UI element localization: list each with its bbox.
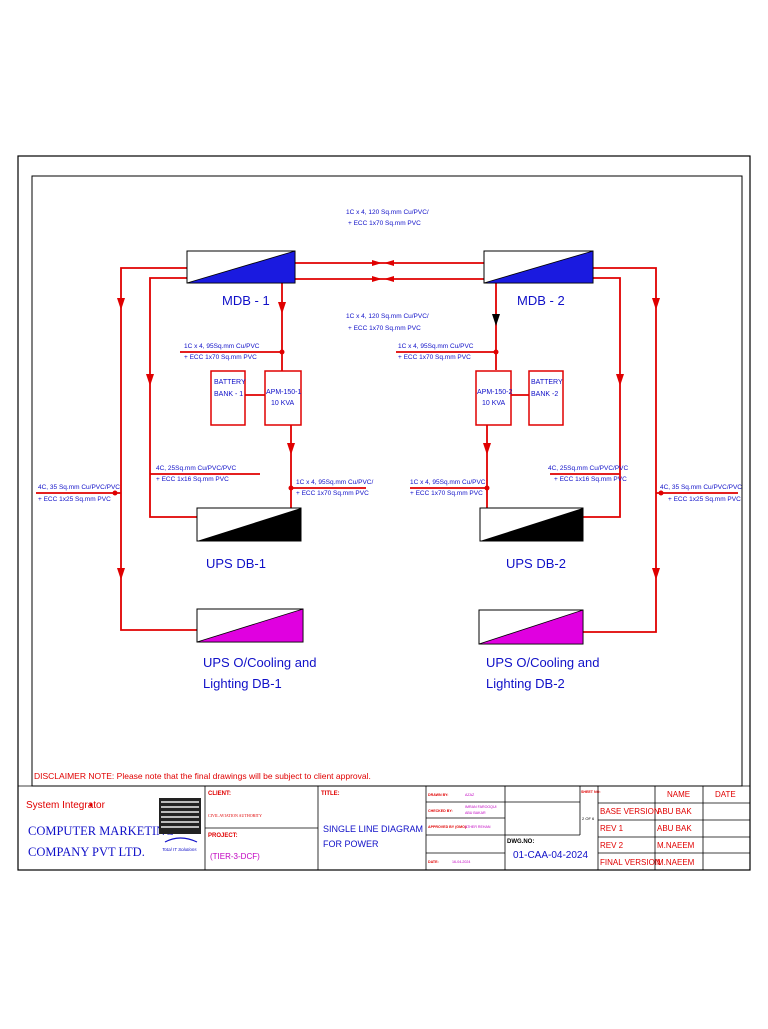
- mdb-1-label: MDB - 1: [222, 293, 270, 308]
- battery-2-label: BANK -2: [531, 391, 558, 398]
- cable-label: 1C x 4, 120 Sq.mm Cu/PVC/: [346, 209, 429, 216]
- project-value: (TIER-3-DCF): [210, 852, 260, 861]
- client-value: CIVIL AVIATION AUTHORITY: [208, 813, 262, 818]
- cable-label: 4C, 35 Sq.mm Cu/PVC/PVC: [38, 484, 120, 491]
- ups-db-1-panel[interactable]: [196, 507, 302, 542]
- panel-labels: MDB - 1 MDB - 2 UPS DB-1 UPS DB-2 UPS O/…: [203, 293, 599, 691]
- cable-label: + ECC 1x16 Sq.mm PVC: [156, 476, 229, 483]
- mdb-2-label: MDB - 2: [517, 293, 565, 308]
- cooling-2-label: Lighting DB-2: [486, 676, 565, 691]
- apm-150-1-box[interactable]: [264, 370, 302, 426]
- date-label: DATE:: [428, 860, 439, 864]
- cooling-lighting-db-1-panel[interactable]: [196, 608, 304, 643]
- title-block-grid: [18, 785, 750, 870]
- wiring: [36, 262, 738, 633]
- cable-label: 1C x 4, 95Sq.mm Cu/PVC: [398, 343, 474, 350]
- cooling-2-label: UPS O/Cooling and: [486, 655, 599, 670]
- apm-1-label: 10 KVA: [271, 400, 295, 407]
- cable-label: + ECC 1x70 Sq.mm PVC: [296, 490, 369, 497]
- cable-label: + ECC 1x25 Sq.mm PVC: [668, 496, 741, 503]
- battery-bank-2-box[interactable]: [528, 370, 564, 426]
- mdb-1-panel[interactable]: [186, 250, 296, 284]
- system-integrator-label: System Integrator: [26, 800, 106, 811]
- approval-fields: DRAWN BY: AZAZ CHECKED BY: IMRAN FAROOQU…: [428, 793, 497, 864]
- cable-label: 4C, 25Sq.mm Cu/PVC/PVC: [548, 465, 628, 472]
- apm-2-label: 10 KVA: [482, 400, 506, 407]
- cable-label: + ECC 1x25 Sq.mm PVC: [38, 496, 111, 503]
- title-line2: FOR POWER: [323, 839, 379, 849]
- outer-frame: [17, 155, 751, 871]
- cable-labels: 1C x 4, 120 Sq.mm Cu/PVC/ + ECC 1x70 Sq.…: [38, 209, 742, 503]
- client-label: CLIENT:: [208, 791, 231, 797]
- title-label: TITLE:: [321, 791, 340, 797]
- cable-label: + ECC 1x16 Sq.mm PVC: [554, 476, 627, 483]
- mdb-2-panel[interactable]: [483, 250, 594, 284]
- checked-by-value: IMRAN FAROOQUI: [465, 805, 497, 809]
- cable-label: 1C x 4, 95Sq.mm Cu/PVC/: [296, 479, 373, 486]
- drawn-by-label: DRAWN BY:: [428, 793, 449, 797]
- drawn-by-value: AZAZ: [465, 793, 475, 797]
- revision-label: BASE VERSION: [600, 807, 660, 816]
- revision-label: REV 1: [600, 824, 624, 833]
- cable-label: 1C x 4, 95Sq.mm Cu/PVC: [410, 479, 486, 486]
- battery-bank-1-box[interactable]: [210, 370, 246, 426]
- cable-label: + ECC 1x70 Sq.mm PVC: [398, 354, 471, 361]
- sheet-no-value: 2 OF 6: [582, 816, 595, 821]
- rev-header-name: NAME: [667, 790, 690, 799]
- checked-by-label: CHECKED BY:: [428, 809, 453, 813]
- battery-1-label: BANK - 1: [214, 391, 243, 398]
- cable-label: 1C x 4, 120 Sq.mm Cu/PVC/: [346, 313, 429, 320]
- cable-label: + ECC 1x70 Sq.mm PVC: [184, 354, 257, 361]
- company-name-line2: COMPANY PVT LTD.: [28, 845, 145, 859]
- revision-name: ABU BAK: [657, 807, 692, 816]
- ups-db-2-panel[interactable]: [479, 507, 584, 542]
- revision-table: BASE VERSION ABU BAK REV 1 ABU BAK REV 2…: [600, 807, 695, 867]
- flow-arrows: [112, 260, 664, 580]
- cable-label: + ECC 1x70 Sq.mm PVC: [348, 220, 421, 227]
- revision-label: REV 2: [600, 841, 624, 850]
- cable-label: + ECC 1x70 Sq.mm PVC: [348, 325, 421, 332]
- cooling-1-label: Lighting DB-1: [203, 676, 282, 691]
- revision-name: ABU BAK: [657, 824, 692, 833]
- ups-db-2-label: UPS DB-2: [506, 556, 566, 571]
- title-line1: SINGLE LINE DIAGRAM: [323, 824, 423, 834]
- date-value: 16-04-2024: [452, 860, 470, 864]
- cable-label: + ECC 1x70 Sq.mm PVC: [410, 490, 483, 497]
- ups-db-1-label: UPS DB-1: [206, 556, 266, 571]
- cmc-logo-icon: Total IT Solutions: [159, 798, 201, 852]
- project-label: PROJECT:: [208, 833, 238, 839]
- dwg-no-value: 01-CAA-04-2024: [513, 850, 588, 861]
- dwg-no-label: DWG.NO:: [507, 839, 534, 845]
- approved-by-value: ATHER REHAN: [465, 825, 491, 829]
- sheet-no-label: SHEET NO:: [581, 790, 601, 794]
- revision-label: FINAL VERSION: [600, 858, 661, 867]
- disclaimer-note: DISCLAIMER NOTE: Please note that the fi…: [34, 771, 371, 781]
- cooling-1-label: UPS O/Cooling and: [203, 655, 316, 670]
- cooling-lighting-db-2-panel[interactable]: [478, 609, 584, 645]
- apm-1-label: APM-150-1: [266, 389, 302, 396]
- dot-icon: [89, 803, 93, 807]
- approved-by-label: APPROVED BY (GMO):: [428, 825, 467, 829]
- revision-name: M.NAEEM: [657, 858, 695, 867]
- rev-header-date: DATE: [715, 790, 736, 799]
- battery-2-label: BATTERY: [531, 379, 563, 386]
- revision-name: M.NAEEM: [657, 841, 695, 850]
- cable-label: 4C, 25Sq.mm Cu/PVC/PVC: [156, 465, 236, 472]
- equipment-labels: BATTERY BANK - 1 APM-150-1 10 KVA APM-15…: [214, 379, 563, 407]
- apm-2-label: APM-150-2: [477, 389, 513, 396]
- company-name-line1: COMPUTER MARKETING: [28, 824, 174, 838]
- battery-1-label: BATTERY: [214, 379, 246, 386]
- logo-text: Total IT Solutions: [162, 847, 197, 852]
- cable-label: 1C x 4, 95Sq.mm Cu/PVC: [184, 343, 260, 350]
- cable-label: 4C, 35 Sq.mm Cu/PVC/PVC: [660, 484, 742, 491]
- checked-by-value: ABU BAKAR: [465, 811, 486, 815]
- apm-150-2-box[interactable]: [475, 370, 512, 426]
